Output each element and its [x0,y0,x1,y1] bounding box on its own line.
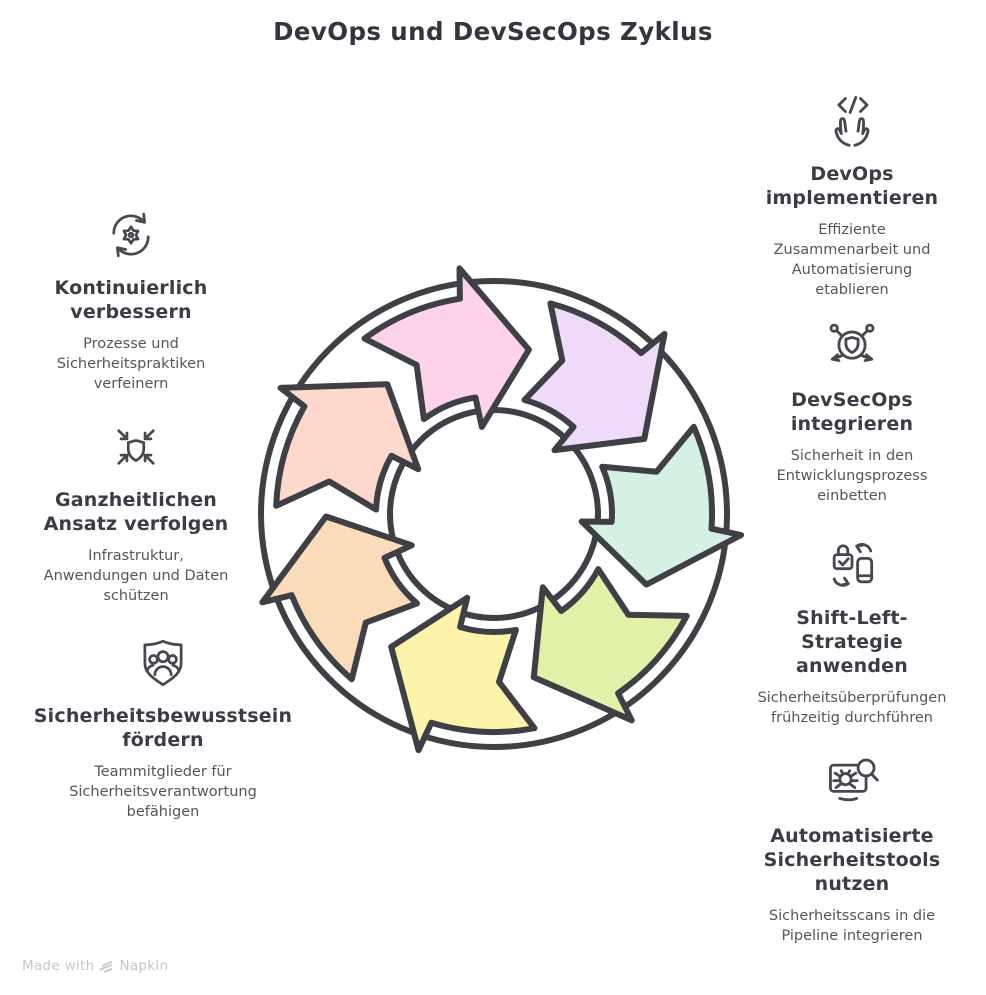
step-subtitle: Prozesse und Sicherheitspraktiken verfei… [56,336,206,393]
cycle-arrow-salmon [273,381,422,513]
step-title: Shift-Left-Strategie anwenden [796,607,908,678]
cycle-arrow-lime [530,566,690,724]
watermark-brand: Napkin [119,958,169,974]
step-shift-left-strategie: Shift-Left-Strategie anwenden Sicherheit… [742,534,962,728]
cycle-arrow-pink [361,265,532,430]
step-subtitle: Infrastruktur, Anwendungen und Daten sch… [43,548,229,605]
cycle-arrow-mint [578,423,745,588]
step-title: Ganzheitlichen Ansatz verfolgen [43,489,229,536]
step-title: Kontinuierlich verbessern [54,277,208,324]
napkin-logo-icon [100,960,113,972]
shield-network-icon [829,323,875,362]
step-subtitle: Effiziente Zusammenarbeit und Automatisi… [773,222,931,299]
step-devops-implementieren: DevOps implementieren Effiziente Zusamme… [747,90,957,300]
cycle-outer-ring [258,278,730,750]
cycle-arrow-yellow [388,594,538,754]
watermark-prefix: Made with [22,958,95,974]
team-shield-icon [143,639,183,687]
code-hands-icon [834,96,870,147]
napkin-watermark: Made with Napkin [22,958,168,974]
cycle-arrow-lavender [521,300,668,454]
step-ganzheitlichen-ansatz: Ganzheitlichen Ansatz verfolgen Infrastr… [26,418,246,606]
step-title: DevOps implementieren [765,163,939,210]
cycle-arrows [259,265,745,754]
page-title: DevOps und DevSecOps Zyklus [273,17,713,46]
step-subtitle: Sicherheitsscans in die Pipeline integri… [768,908,936,945]
step-automatisierte-tools: Automatisierte Sicherheitstools nutzen S… [742,752,962,946]
step-sicherheitsbewusstsein: Sicherheitsbewusstsein fördern Teammitgl… [18,634,308,822]
shield-converge-icon [117,429,155,465]
refresh-gear-icon [112,212,150,258]
step-title: DevSecOps integrieren [790,389,914,436]
step-title: Automatisierte Sicherheitstools nutzen [763,825,941,896]
step-subtitle: Sicherheit in den Entwicklungsprozess ei… [776,448,928,505]
cycle-arrow-peach [259,513,420,683]
step-title: Sicherheitsbewusstsein fördern [33,705,293,752]
step-subtitle: Sicherheitsüberprüfungen frühzeitig durc… [757,690,947,727]
monitor-bug-scan-icon [829,758,879,802]
lock-sync-phone-icon [832,543,874,587]
step-kontinuierlich-verbessern: Kontinuierlich verbessern Prozesse und S… [26,206,236,394]
step-subtitle: Teammitglieder für Sicherheitsverantwort… [69,764,257,821]
step-devsecops-integrieren: DevSecOps integrieren Sicherheit in den … [747,316,957,506]
